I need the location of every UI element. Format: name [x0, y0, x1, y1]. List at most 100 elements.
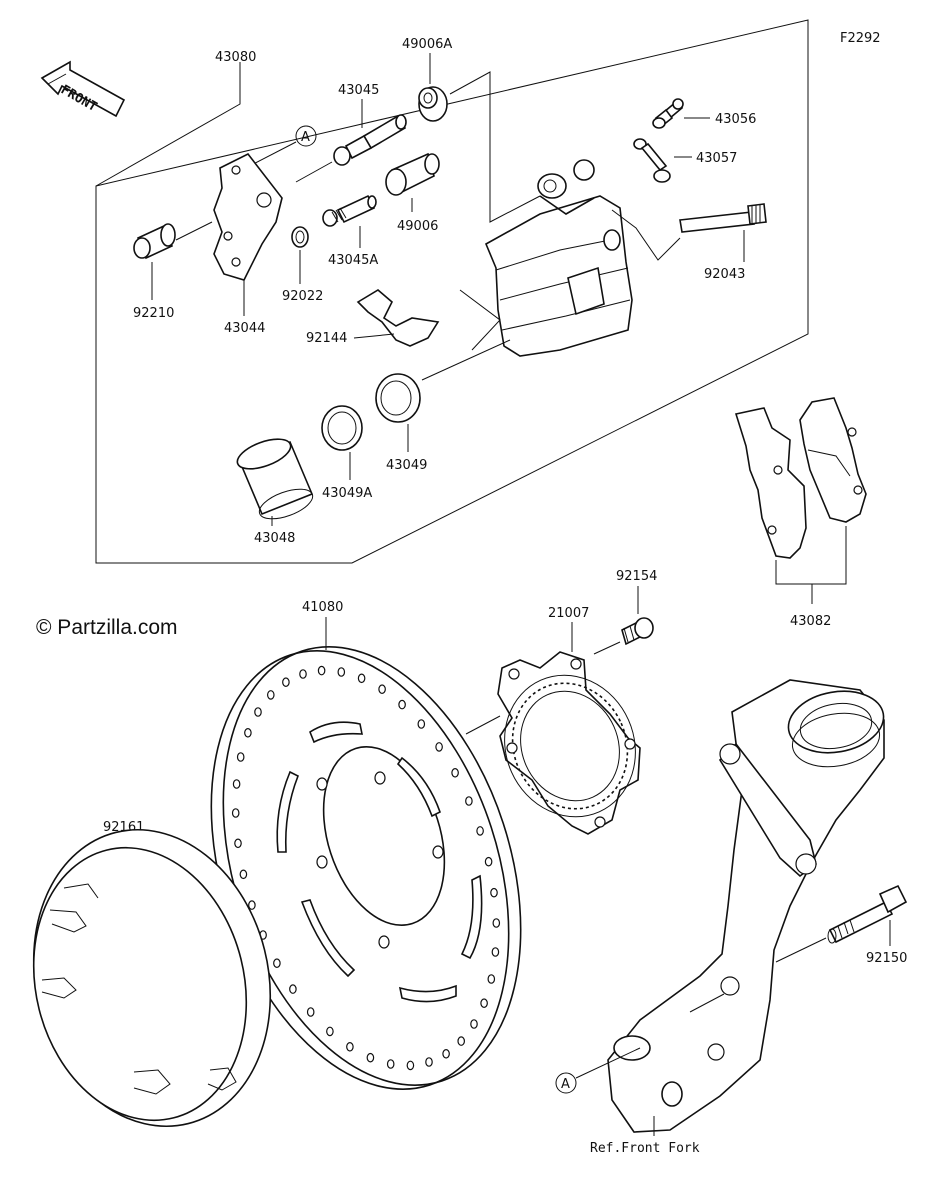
disc-vent-hole	[366, 1052, 375, 1063]
label-92150: 92150	[866, 951, 907, 966]
label-43056: 43056	[715, 112, 756, 127]
disc-vent-hole	[484, 856, 493, 867]
label-41080: 41080	[302, 600, 343, 615]
leader-caliper-bore	[459, 289, 501, 351]
svg-text:A: A	[561, 1077, 570, 1092]
disc-mount-hole	[316, 855, 328, 869]
disc-vent-hole	[465, 796, 473, 806]
disc-vent-hole	[239, 869, 248, 880]
disc-mount-hole	[432, 845, 444, 859]
label-92043: 92043	[704, 267, 745, 282]
disc-vent-hole	[289, 984, 297, 994]
bleeder-valve-43056	[652, 98, 684, 129]
brake-pad-right	[799, 397, 867, 523]
cap-43057	[633, 138, 671, 183]
disc-mount-hole	[374, 771, 386, 785]
callout-a-bottom: A	[555, 1047, 641, 1094]
label-43045A: 43045A	[328, 253, 378, 268]
disc-vent-hole	[476, 826, 484, 836]
label-43049: 43049	[386, 458, 427, 473]
disc-vent-hole	[346, 1042, 354, 1052]
disc-vent-hole	[306, 1007, 315, 1017]
disc-vent-hole	[234, 838, 242, 849]
seal-43049	[375, 373, 421, 423]
disc-vent-hole	[492, 918, 501, 928]
leader-49006A-to-caliper	[449, 71, 541, 223]
bushing-92210	[133, 223, 176, 260]
disc-vent-hole	[254, 707, 262, 717]
disc-vent-hole	[487, 974, 496, 984]
disc-vent-hole	[266, 690, 275, 700]
svg-text:A: A	[301, 130, 310, 145]
label-43045: 43045	[338, 83, 379, 98]
disc-vent-hole	[231, 808, 240, 818]
boot-49006	[385, 152, 440, 196]
disc-vent-hole	[406, 1060, 415, 1071]
boot-49006A	[418, 86, 448, 122]
bolt-92150	[827, 884, 908, 944]
disc-vent-hole	[491, 947, 500, 957]
pad-spring-92144	[356, 289, 440, 347]
brake-pad-left	[734, 407, 807, 559]
disc-vent-hole	[236, 752, 245, 762]
label-43044: 43044	[224, 321, 265, 336]
bolt-92043	[679, 203, 767, 233]
disc-vent-hole	[425, 1057, 433, 1067]
bolt-92154	[621, 617, 654, 646]
disc-mount-hole	[378, 935, 390, 949]
seal-43049A	[321, 405, 363, 451]
piston-43048	[236, 438, 314, 520]
disc-vent-hole	[357, 673, 366, 684]
disc-vent-hole	[442, 1049, 450, 1059]
abs-sensor-rotor-21007	[497, 651, 641, 835]
disc-vent-hole	[337, 667, 346, 677]
disc-vent-hole	[435, 742, 443, 752]
label-43082: 43082	[790, 614, 831, 629]
disc-vent-hole	[451, 767, 459, 778]
disc-vent-hole	[273, 958, 281, 968]
leader-21007-to-disc	[465, 715, 501, 735]
caliper-assembly-frame	[95, 19, 809, 564]
slide-pin-43045A	[322, 194, 377, 227]
label-49006: 49006	[397, 219, 438, 234]
disc-vent-hole	[470, 1019, 478, 1029]
leader-43082-bracket	[775, 526, 847, 585]
label-92022: 92022	[282, 289, 323, 304]
disc-vent-hole	[417, 719, 426, 729]
caliper-body	[484, 159, 633, 357]
disc-vent-hole	[386, 1059, 395, 1069]
disc-mount-hole	[316, 777, 328, 791]
label-21007: 21007	[548, 606, 589, 621]
disc-vent-hole	[480, 998, 488, 1008]
label-43049A: 43049A	[322, 486, 372, 501]
copyright-notice: © Partzilla.com	[36, 616, 178, 639]
disc-vent-hole	[457, 1036, 466, 1046]
leader-43080	[95, 62, 241, 187]
leader-92043-group	[611, 209, 681, 261]
disc-vent-hole	[317, 665, 326, 676]
leader-fork-mount	[689, 993, 725, 1013]
disc-vent-hole	[244, 727, 252, 738]
caliper-bracket-43044	[213, 152, 283, 281]
cover-band-92161	[32, 828, 272, 1128]
disc-vent-hole	[282, 677, 290, 687]
label-43080: 43080	[215, 50, 256, 65]
label-92144: 92144	[306, 331, 347, 346]
disc-vent-hole	[299, 669, 307, 679]
slide-pin-43045	[333, 114, 407, 166]
washer-92022	[291, 226, 309, 248]
disc-vent-hole	[248, 900, 256, 910]
front-fork-leg	[607, 679, 885, 1133]
front-arrow-icon: FRONT	[40, 60, 126, 118]
disc-vent-hole	[326, 1026, 334, 1037]
leader-piston-axis	[421, 339, 511, 381]
ref-front-fork-note: Ref.Front Fork	[590, 1141, 700, 1156]
figure-code: F2292	[840, 31, 881, 46]
disc-vent-hole	[398, 699, 406, 710]
label-92210: 92210	[133, 306, 174, 321]
disc-vent-hole	[490, 887, 498, 898]
disc-vent-hole	[378, 684, 386, 694]
label-92154: 92154	[616, 569, 657, 584]
label-43057: 43057	[696, 151, 737, 166]
